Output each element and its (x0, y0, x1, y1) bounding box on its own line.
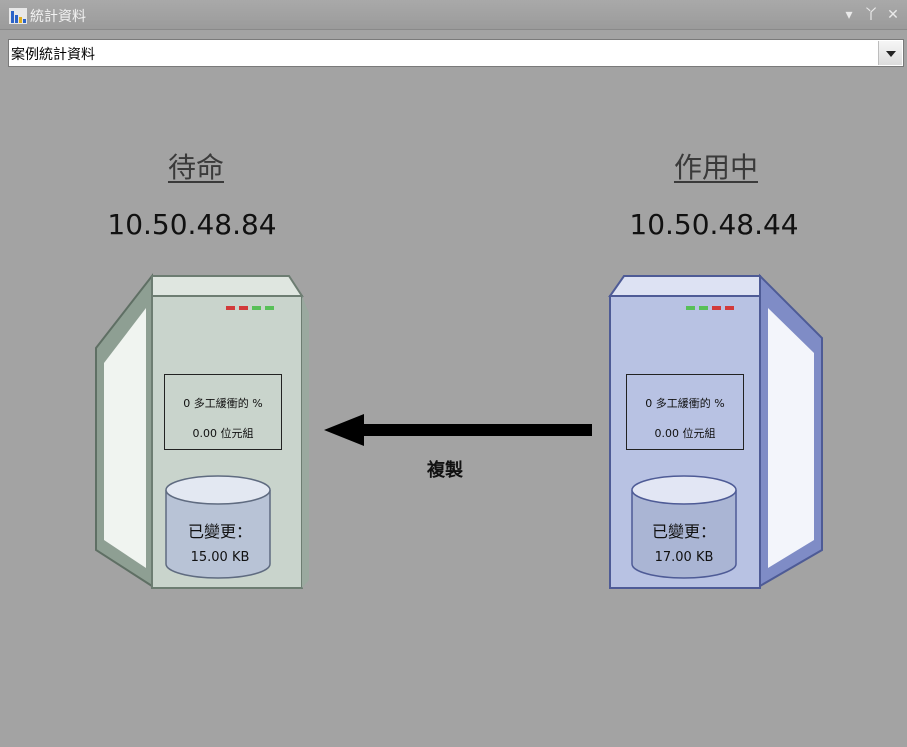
left-spool-bytes: 0.00 位元組 (192, 427, 254, 440)
left-server-ip: 10.50.48.84 (107, 208, 277, 241)
left-changed-value: 15.00 KB (190, 550, 250, 565)
selected-value: 案例統計資料 (11, 47, 95, 63)
right-server-role: 作用中 (673, 151, 758, 184)
right-changed-label: 已變更： (651, 522, 716, 541)
right-server-ip: 10.50.48.44 (629, 208, 799, 241)
statistics-type-select[interactable]: 案例統計資料 (8, 39, 904, 67)
left-server-role: 待命 (167, 151, 224, 184)
replication-arrow-icon (324, 414, 592, 446)
right-info-box: 0 多工緩衝的 % 0.00 位元組 (626, 374, 744, 450)
right-spool-percent: 0 多工緩衝的 % (645, 397, 725, 410)
dropdown-menu-icon[interactable]: ▾ (845, 7, 853, 23)
chevron-down-icon[interactable] (878, 41, 902, 65)
left-info-box: 0 多工緩衝的 % 0.00 位元組 (164, 374, 282, 450)
close-icon[interactable]: ✕ (887, 7, 899, 23)
server-tower-icon (95, 273, 309, 589)
statistics-icon (9, 8, 27, 24)
left-changed-label: 已變更： (187, 522, 252, 541)
standby-server: 0 多工緩衝的 % 0.00 位元組 已變更： 15.00 KB (84, 268, 324, 593)
right-spool-bytes: 0.00 位元組 (654, 427, 716, 440)
replication-label: 複製 (427, 460, 463, 481)
window-title: 統計資料 (30, 9, 86, 25)
active-server: 0 多工緩衝的 % 0.00 位元組 已變更： 17.00 KB (596, 268, 836, 593)
right-changed-value: 17.00 KB (654, 550, 714, 565)
server-tower-icon (608, 273, 823, 589)
title-bar: 統計資料 ▾ 丫 ✕ (0, 0, 907, 30)
left-spool-percent: 0 多工緩衝的 % (183, 397, 263, 410)
pin-icon[interactable]: 丫 (864, 7, 878, 23)
